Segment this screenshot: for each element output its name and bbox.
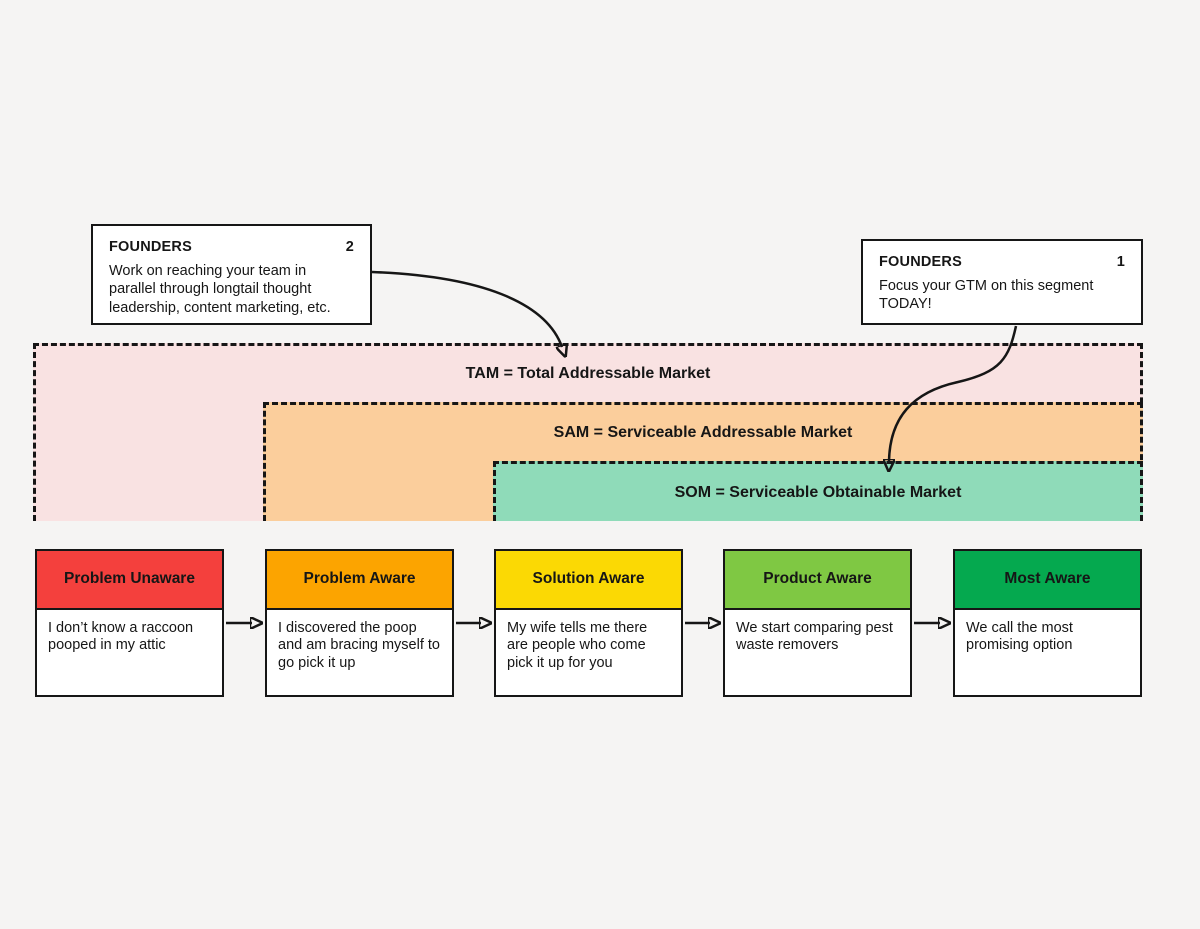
stage-header: Product Aware xyxy=(725,551,910,610)
stage-description: We start comparing pest waste removers xyxy=(736,619,893,654)
stage-header: Most Aware xyxy=(955,551,1140,610)
stage-title: Problem Unaware xyxy=(64,570,195,588)
band-som-label: SOM = Serviceable Obtainable Market xyxy=(674,483,962,501)
band-som: SOM = Serviceable Obtainable Market xyxy=(493,461,1143,521)
stage-solution-aware: Solution Aware My wife tells me there ar… xyxy=(494,549,683,697)
band-sam-label: SAM = Serviceable Addressable Market xyxy=(553,424,853,441)
stage-title: Most Aware xyxy=(1004,570,1091,588)
stage-product-aware: Product Aware We start comparing pest wa… xyxy=(723,549,912,697)
stage-title: Problem Aware xyxy=(303,570,416,588)
callout-body-text: Focus your GTM on this segment TODAY! xyxy=(879,278,1094,313)
stage-title: Product Aware xyxy=(763,570,872,588)
founders-note-1: FOUNDERS 1 Focus your GTM on this segmen… xyxy=(861,239,1143,325)
stage-header: Solution Aware xyxy=(496,551,681,610)
stage-most-aware: Most Aware We call the most promising op… xyxy=(953,549,1142,697)
callout-number: 1 xyxy=(1116,254,1125,270)
stage-description: We call the most promising option xyxy=(966,619,1073,654)
callout-title: FOUNDERS xyxy=(879,254,962,270)
stage-title: Solution Aware xyxy=(532,570,645,588)
callout-header: FOUNDERS 1 xyxy=(879,254,1125,270)
stage-header: Problem Unaware xyxy=(37,551,222,610)
callout-number: 2 xyxy=(345,239,354,255)
stage-description: I discovered the poop and am bracing mys… xyxy=(278,619,440,672)
stage-description: I don’t know a raccoon pooped in my atti… xyxy=(48,619,194,654)
callout-body-text: Work on reaching your team in parallel t… xyxy=(109,263,331,316)
stage-problem-aware: Problem Aware I discovered the poop and … xyxy=(265,549,454,697)
callout-title: FOUNDERS xyxy=(109,239,192,255)
band-tam-label: TAM = Total Addressable Market xyxy=(465,365,711,382)
callout-header: FOUNDERS 2 xyxy=(109,239,354,255)
arrow-founders-2-to-tam xyxy=(371,270,562,347)
founders-note-2: FOUNDERS 2 Work on reaching your team in… xyxy=(91,224,372,325)
stage-header: Problem Aware xyxy=(267,551,452,610)
stage-problem-unaware: Problem Unaware I don’t know a raccoon p… xyxy=(35,549,224,697)
stage-description: My wife tells me there are people who co… xyxy=(507,619,648,672)
